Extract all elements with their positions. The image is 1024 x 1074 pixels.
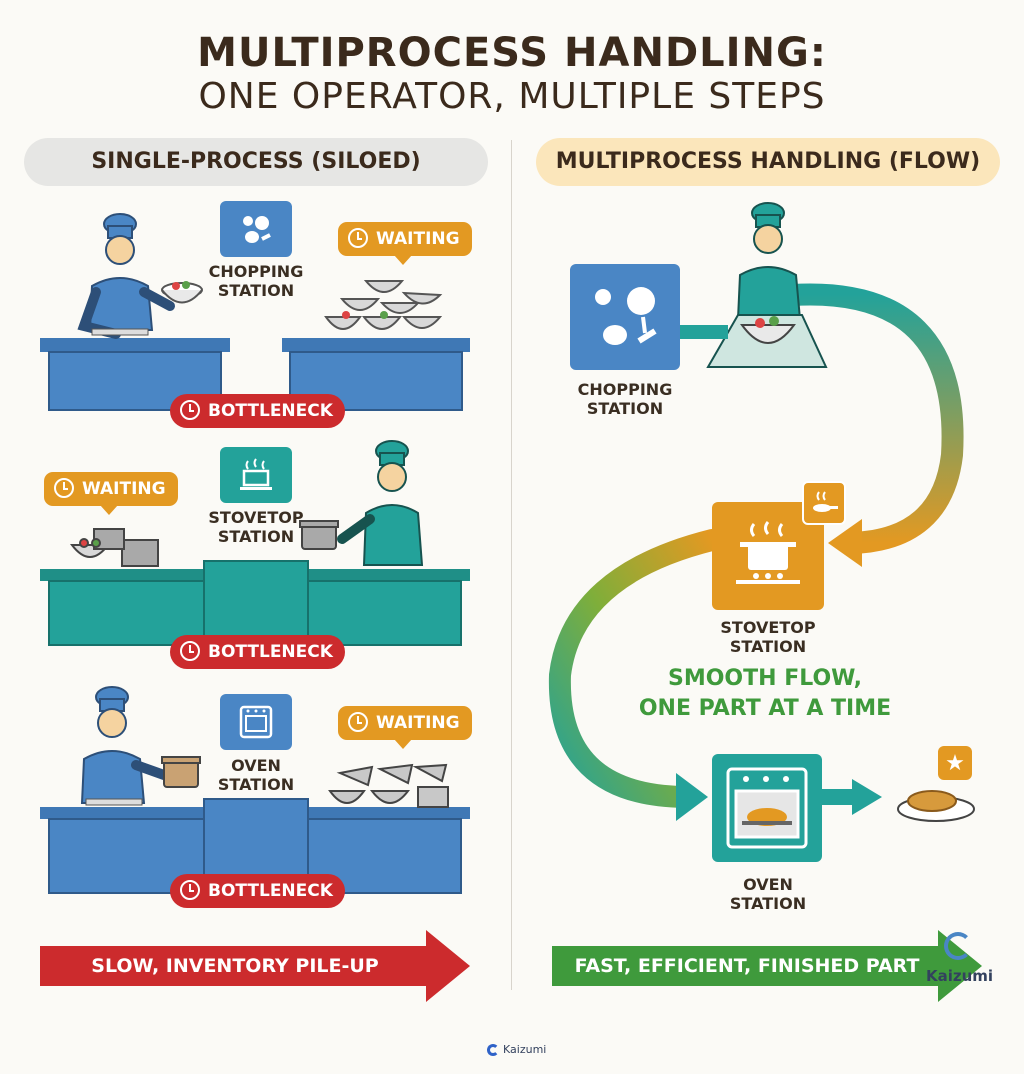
chef-flow: [736, 202, 802, 320]
chef-2: [337, 440, 424, 566]
footer-logo-icon: [487, 1044, 499, 1056]
slow-arrow: [40, 930, 470, 1002]
row1-counters: [40, 338, 470, 411]
left-station-label-3: OVEN STATION: [217, 756, 295, 794]
page-title: MULTIPROCESS HANDLING:: [197, 30, 827, 76]
finished-plate: [897, 790, 975, 822]
waiting-tag-2: WAITING: [44, 472, 178, 515]
flow-pan-icon: [802, 481, 846, 525]
pot-2: [299, 520, 339, 550]
page-subtitle: ONE OPERATOR, MULTIPLE STEPS: [198, 76, 826, 117]
left-station-label-1: CHOPPING STATION: [208, 262, 304, 300]
oven-icon: [220, 694, 292, 750]
pot-3: [161, 756, 201, 788]
clock-icon: [54, 478, 74, 498]
flow-station-label-3: OVEN STATION: [729, 875, 807, 913]
waiting-tag-3: WAITING: [338, 706, 472, 749]
right-panel-header: MULTIPROCESS HANDLING (FLOW): [536, 138, 1000, 186]
flow-station-label-2: STOVETOP STATION: [720, 618, 816, 656]
bottleneck-tag-3: BOTTLENECK: [170, 874, 345, 908]
chef-1: [77, 213, 175, 339]
footer-brand: Kaizumi: [503, 1043, 547, 1056]
bowl-pile-2: [69, 528, 159, 567]
fast-arrow-label: FAST, EFFICIENT, FINISHED PART: [574, 955, 920, 977]
flow-caption: SMOOTH FLOW, ONE PART AT A TIME: [638, 666, 892, 721]
chopping-icon: [220, 201, 292, 257]
bottleneck-tag-1: BOTTLENECK: [170, 394, 345, 428]
fast-arrow: [552, 930, 982, 1002]
bowl-pile-1: [324, 280, 443, 330]
siloed-illustration: [40, 213, 470, 894]
chef-3: [80, 686, 169, 804]
clock-icon: [348, 228, 368, 248]
flow-station-label-1: CHOPPING STATION: [577, 380, 673, 418]
chef-1-bowl: [161, 281, 203, 304]
flow-chopping-icon: [570, 264, 680, 370]
star-icon: ★: [938, 746, 972, 780]
watermark-brand: Kaizumi: [926, 967, 994, 985]
clock-icon: [180, 400, 200, 420]
slow-arrow-label: SLOW, INVENTORY PILE-UP: [91, 955, 379, 977]
clock-icon: [348, 712, 368, 732]
stovetop-icon: [220, 447, 292, 503]
bowl-pile-3: [328, 763, 449, 808]
bottleneck-tag-2: BOTTLENECK: [170, 635, 345, 669]
clock-icon: [180, 641, 200, 661]
flow-illustration: [548, 202, 975, 822]
flow-bowl: [740, 316, 796, 344]
clock-icon: [180, 880, 200, 900]
row2-counters: [40, 560, 470, 646]
left-station-label-2: STOVETOP STATION: [208, 508, 304, 546]
left-panel-header: SINGLE-PROCESS (SILOED): [24, 138, 488, 186]
panel-divider: [511, 140, 512, 990]
kaizumi-logo-icon: [944, 932, 972, 960]
waiting-tag-1: WAITING: [338, 222, 472, 265]
flow-oven-icon: [712, 754, 822, 862]
